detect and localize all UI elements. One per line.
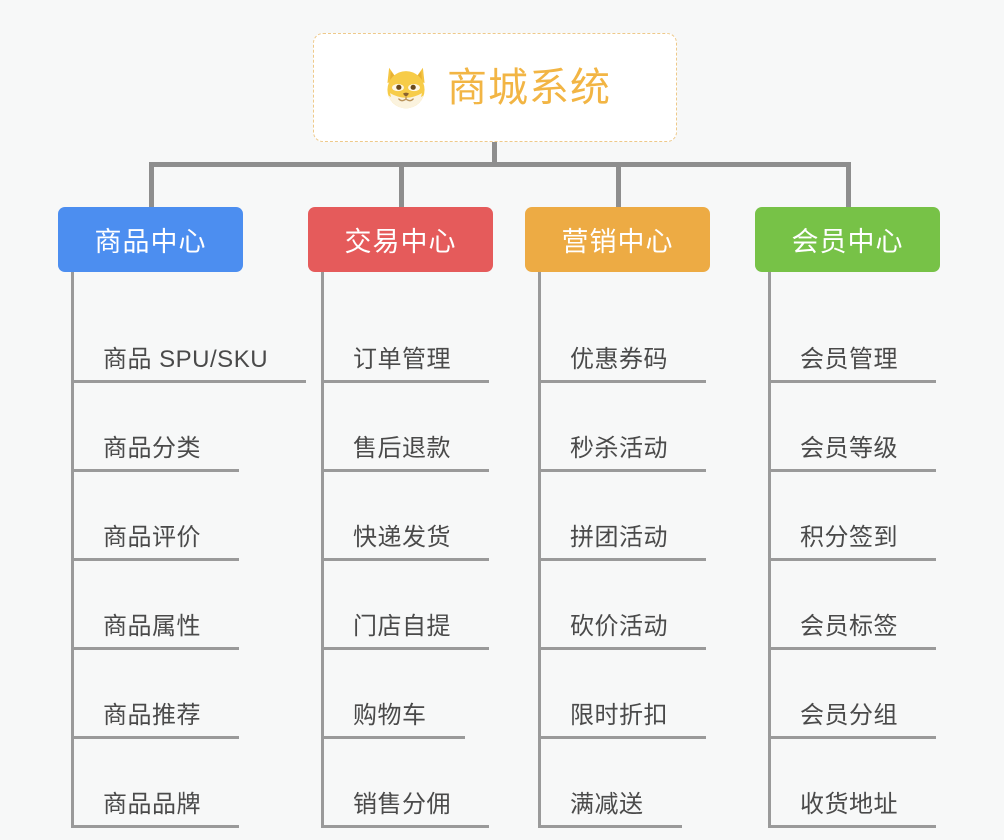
category-header-label: 会员中心 [791, 227, 904, 257]
leaf-item-label: 砍价活动 [570, 613, 668, 640]
connector-drop-1 [149, 162, 154, 208]
leaf-item-label: 商品推荐 [103, 702, 201, 729]
leaf-item-label: 订单管理 [353, 346, 451, 373]
leaf-item-label: 销售分佣 [353, 791, 451, 818]
leaf-item-label: 秒杀活动 [570, 435, 668, 462]
category-header-label: 交易中心 [344, 227, 457, 257]
connector-root-stem [492, 142, 497, 166]
leaf-list-product-center: 商品 SPU/SKU 商品分类 商品评价 商品属性 商品推荐 商品品牌 [71, 272, 308, 828]
leaf-item-label: 商品属性 [103, 613, 201, 640]
leaf-item[interactable]: 收货地址 [768, 739, 975, 828]
leaf-item[interactable]: 商品属性 [71, 561, 308, 650]
category-header-label: 营销中心 [561, 227, 674, 257]
category-column-marketing-center: 营销中心 优惠券码 秒杀活动 拼团活动 砍价活动 限时折扣 满减送 [525, 207, 745, 828]
leaf-item-label: 售后退款 [353, 435, 451, 462]
leaf-item-label: 优惠券码 [570, 346, 668, 373]
leaf-item-label: 积分签到 [800, 524, 898, 551]
connector-drop-4 [846, 162, 851, 208]
category-header-member-center[interactable]: 会员中心 [755, 207, 940, 272]
leaf-item-label: 商品评价 [103, 524, 201, 551]
leaf-rail [768, 272, 771, 825]
leaf-rail [321, 272, 324, 825]
leaf-item[interactable]: 限时折扣 [538, 650, 745, 739]
leaf-item[interactable]: 购物车 [321, 650, 528, 739]
leaf-item-label: 门店自提 [353, 613, 451, 640]
leaf-item[interactable]: 快递发货 [321, 472, 528, 561]
leaf-item[interactable]: 售后退款 [321, 383, 528, 472]
category-header-trade-center[interactable]: 交易中心 [308, 207, 493, 272]
leaf-list-trade-center: 订单管理 售后退款 快递发货 门店自提 购物车 销售分佣 [321, 272, 528, 828]
leaf-item-label: 限时折扣 [570, 702, 668, 729]
leaf-item-label: 商品分类 [103, 435, 201, 462]
leaf-item[interactable]: 会员标签 [768, 561, 975, 650]
leaf-rail [71, 272, 74, 825]
leaf-item-label: 拼团活动 [570, 524, 668, 551]
leaf-item-label: 会员分组 [800, 702, 898, 729]
category-column-trade-center: 交易中心 订单管理 售后退款 快递发货 门店自提 购物车 销售分佣 [308, 207, 528, 828]
leaf-item-label: 会员等级 [800, 435, 898, 462]
category-column-member-center: 会员中心 会员管理 会员等级 积分签到 会员标签 会员分组 收货地址 [755, 207, 975, 828]
category-header-product-center[interactable]: 商品中心 [58, 207, 243, 272]
leaf-item-label: 购物车 [353, 702, 427, 729]
category-column-product-center: 商品中心 商品 SPU/SKU 商品分类 商品评价 商品属性 商品推荐 商品品牌 [58, 207, 308, 828]
leaf-item[interactable]: 会员分组 [768, 650, 975, 739]
leaf-item[interactable]: 门店自提 [321, 561, 528, 650]
leaf-item[interactable]: 商品评价 [71, 472, 308, 561]
leaf-item[interactable]: 商品 SPU/SKU [71, 294, 308, 383]
leaf-item[interactable]: 秒杀活动 [538, 383, 745, 472]
leaf-item[interactable]: 砍价活动 [538, 561, 745, 650]
leaf-item[interactable]: 商品品牌 [71, 739, 308, 828]
leaf-item[interactable]: 销售分佣 [321, 739, 528, 828]
leaf-item[interactable]: 积分签到 [768, 472, 975, 561]
leaf-item[interactable]: 会员等级 [768, 383, 975, 472]
leaf-item[interactable]: 商品推荐 [71, 650, 308, 739]
leaf-list-member-center: 会员管理 会员等级 积分签到 会员标签 会员分组 收货地址 [768, 272, 975, 828]
connector-drop-2 [399, 162, 404, 208]
leaf-item-label: 商品品牌 [103, 791, 201, 818]
root-node-mall-system[interactable]: 商城系统 [313, 33, 677, 142]
category-header-label: 商品中心 [94, 227, 207, 257]
leaf-item-label: 收货地址 [800, 791, 898, 818]
leaf-rail [538, 272, 541, 825]
leaf-item[interactable]: 满减送 [538, 739, 745, 828]
leaf-item[interactable]: 商品分类 [71, 383, 308, 472]
leaf-item-label: 会员管理 [800, 346, 898, 373]
leaf-item[interactable]: 优惠券码 [538, 294, 745, 383]
shiba-dog-face-icon [387, 67, 425, 108]
leaf-item-label: 满减送 [570, 791, 644, 818]
leaf-item-label: 快递发货 [353, 524, 451, 551]
leaf-item[interactable]: 拼团活动 [538, 472, 745, 561]
connector-drop-3 [616, 162, 621, 208]
leaf-item[interactable]: 订单管理 [321, 294, 528, 383]
root-node-title: 商城系统 [447, 65, 611, 110]
category-header-marketing-center[interactable]: 营销中心 [525, 207, 710, 272]
connector-horizontal-bus [149, 162, 851, 167]
leaf-item-label: 商品 SPU/SKU [103, 346, 269, 373]
leaf-item[interactable]: 会员管理 [768, 294, 975, 383]
leaf-list-marketing-center: 优惠券码 秒杀活动 拼团活动 砍价活动 限时折扣 满减送 [538, 272, 745, 828]
leaf-item-label: 会员标签 [800, 613, 898, 640]
